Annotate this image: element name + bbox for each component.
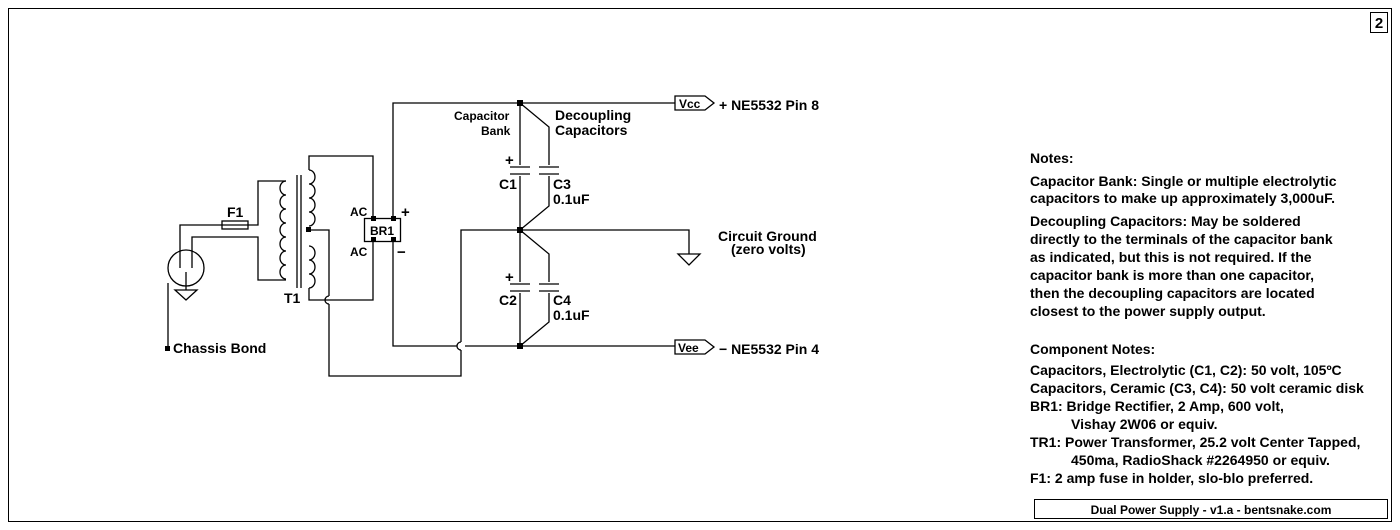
capacitor-c3 [539, 166, 559, 175]
junction-vee [517, 343, 523, 349]
c3-bottom-lead [519, 176, 550, 231]
footer-title-box: Dual Power Supply - v1.a - bentsnake.com [1034, 499, 1388, 519]
component-note-line: Capacitors, Ceramic (C3, C4): 50 volt ce… [1030, 380, 1364, 396]
junction-vcc [517, 100, 523, 106]
decoupling-note-line: as indicated, but this is not required. … [1030, 249, 1312, 265]
component-note-line: Capacitors, Electrolytic (C1, C2): 50 vo… [1030, 362, 1342, 378]
positive-rail-wire [392, 102, 675, 216]
component-notes-heading: Component Notes: [1030, 341, 1155, 357]
vee-tag [674, 339, 716, 355]
chassis-bond-terminal [165, 346, 170, 351]
component-note-line: BR1: Bridge Rectifier, 2 Amp, 600 volt, [1030, 398, 1284, 414]
transformer-label: T1 [284, 290, 301, 306]
chassis-bond-label: Chassis Bond [173, 340, 266, 356]
cap-bank-note-line: Capacitor Bank: Single or multiple elect… [1030, 173, 1337, 189]
decoupling-label-1: Decoupling [555, 107, 631, 123]
notes-block: Notes: Capacitor Bank: Single or multipl… [1030, 150, 1364, 486]
bridge-plus-label: + [401, 204, 410, 221]
negative-rail-wire [392, 240, 457, 347]
secondary-top-wire [308, 155, 374, 218]
vee-crossover [456, 341, 462, 351]
sheet-number-box: 2 [1370, 12, 1388, 33]
neutral-wire [191, 236, 286, 281]
bridge-rectifier-br1 [363, 217, 402, 243]
c3-top-lead [519, 102, 550, 165]
bridge-ac-top-label: AC [350, 205, 368, 219]
line-wire [179, 224, 222, 260]
bridge-pin-plus [391, 216, 396, 221]
c2-label: C2 [499, 292, 517, 308]
decoupling-note-line: closest to the power supply output. [1030, 303, 1266, 319]
decoupling-note-line: Decoupling Capacitors: May be soldered [1030, 213, 1301, 229]
circuit-ground-symbol [676, 253, 702, 266]
circuit-ground-label-1: Circuit Ground [718, 228, 817, 244]
bridge-ac-bottom-label: AC [350, 245, 368, 259]
vcc-destination: + NE5532 Pin 8 [719, 97, 819, 113]
component-note-line: 450ma, RadioShack #2264950 or equiv. [1071, 452, 1330, 468]
center-tap-to-ground-wire [460, 229, 520, 342]
notes-heading: Notes: [1030, 150, 1074, 166]
center-tap-crossover [324, 295, 330, 305]
c4-top-lead [519, 229, 550, 282]
decoupling-label-2: Capacitors [555, 122, 628, 138]
bridge-pin-minus [391, 237, 396, 242]
bridge-pin-ac1 [371, 216, 376, 221]
decoupling-note-line: then the decoupling capacitors are locat… [1030, 285, 1315, 301]
decoupling-note-line: capacitor bank is more than one capacito… [1030, 267, 1314, 283]
center-tap-return-wire [328, 304, 462, 377]
component-note-line: F1: 2 amp fuse in holder, slo-blo prefer… [1030, 470, 1313, 486]
vee-tag-label: Vee [678, 341, 699, 355]
bridge-pin-ac2 [371, 237, 376, 242]
sheet-border [8, 8, 1392, 522]
circuit-ground-label-2: (zero volts) [731, 241, 806, 257]
c4-value: 0.1uF [553, 307, 590, 323]
component-note-line: TR1: Power Transformer, 25.2 volt Center… [1030, 434, 1360, 450]
fuse-f1 [221, 220, 249, 230]
c2-polarity: + [505, 269, 514, 286]
decoupling-note-line: directly to the terminals of the capacit… [1030, 231, 1333, 247]
fuse-label: F1 [227, 204, 244, 220]
chassis-ground-symbol [173, 280, 199, 301]
cap-bank-note-line: capacitors to make up approximately 3,00… [1030, 190, 1335, 206]
transformer-t1 [279, 169, 316, 289]
bridge-label: BR1 [370, 224, 394, 238]
c3-value: 0.1uF [553, 191, 590, 207]
capacitor-c2 [510, 283, 530, 292]
vcc-tag-label: Vcc [679, 97, 701, 111]
secondary-bottom-wire [308, 238, 374, 301]
c4-label: C4 [553, 292, 571, 308]
c1-polarity: + [505, 152, 514, 169]
sheet-number: 2 [1375, 15, 1383, 32]
vcc-tag [674, 95, 716, 111]
component-note-line: Vishay 2W06 or equiv. [1071, 416, 1218, 432]
fuse-to-primary-wire [248, 180, 286, 226]
capacitor-bank-label-1: Capacitor [454, 109, 510, 123]
ground-rail-wire [520, 229, 690, 254]
c1-label: C1 [499, 176, 517, 192]
capacitor-bank-label-2: Bank [481, 124, 511, 138]
capacitor-c1 [510, 166, 530, 175]
c4-bottom-lead [519, 293, 550, 347]
bridge-minus-label: − [397, 244, 406, 261]
capacitor-c4 [539, 283, 559, 292]
c3-label: C3 [553, 176, 571, 192]
center-tap-junction [306, 227, 311, 232]
footer-title: Dual Power Supply - v1.a - bentsnake.com [1091, 503, 1332, 517]
center-tap-wire [309, 229, 330, 296]
vee-destination: − NE5532 Pin 4 [719, 341, 819, 357]
